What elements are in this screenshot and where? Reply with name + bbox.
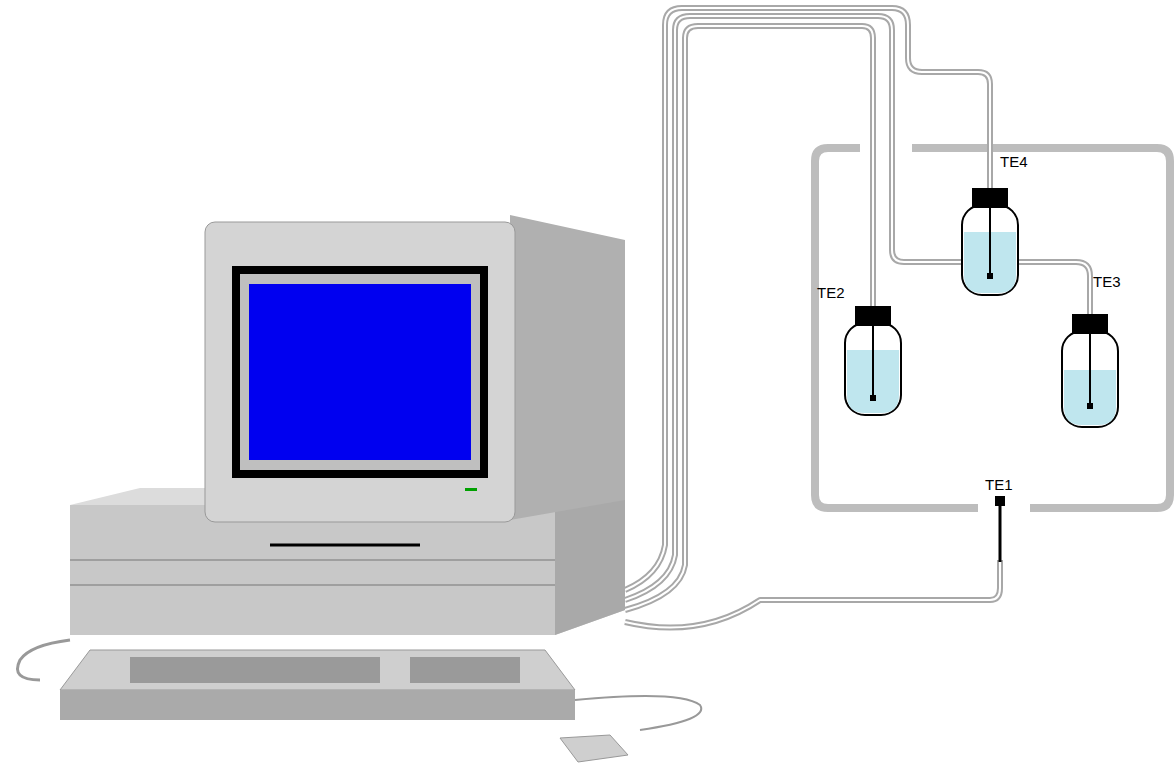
bottles — [845, 188, 1118, 427]
te1-probe — [995, 496, 1005, 562]
sensor-label: TE1 — [985, 477, 1013, 492]
sensor-label: TE3 — [1093, 274, 1121, 289]
pipe-loop — [815, 148, 1170, 508]
sensor-label: TE2 — [817, 285, 845, 300]
sensor-wires — [625, 8, 1090, 628]
sensor-label: TE4 — [1000, 154, 1028, 169]
computer — [18, 215, 702, 762]
